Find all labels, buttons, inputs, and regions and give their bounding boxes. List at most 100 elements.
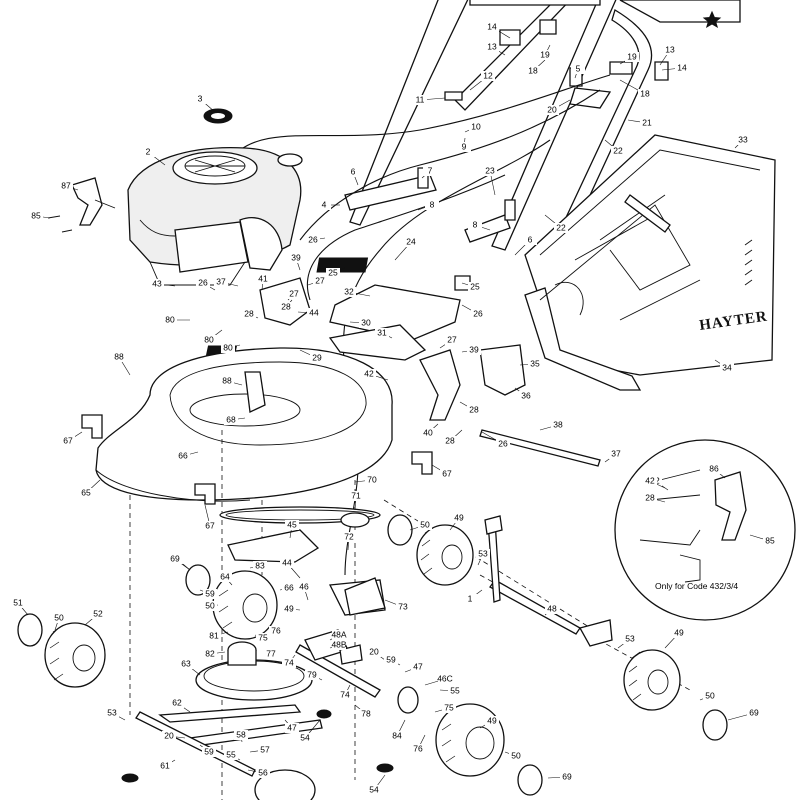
callout-background: [396, 602, 410, 612]
part-callout-48b: 48B: [331, 639, 346, 649]
part-callout-63: 63: [181, 658, 191, 668]
part-callout-27: 27: [447, 334, 457, 344]
callout-background: [763, 536, 777, 546]
callout-background: [496, 439, 510, 449]
part-callout-37: 37: [216, 276, 226, 286]
callout-background: [442, 703, 456, 713]
callout-background: [457, 142, 471, 152]
part-callout-50: 50: [705, 690, 715, 700]
callout-background: [411, 662, 425, 672]
part-callout-58: 58: [236, 729, 246, 739]
part-callout-29: 29: [312, 352, 322, 362]
part-callout-66: 66: [178, 450, 188, 460]
inset-caption: Only for Code 432/3/4: [655, 581, 738, 591]
callout-background: [310, 353, 324, 363]
part-callout-80: 80: [223, 342, 233, 352]
callout-background: [672, 628, 686, 638]
part-callout-68: 68: [226, 414, 236, 424]
part-callout-8: 8: [430, 199, 435, 209]
part-callout-10: 10: [471, 121, 481, 131]
callout-background: [221, 343, 235, 353]
callout-background: [282, 583, 296, 593]
callout-background: [390, 731, 404, 741]
callout-background: [91, 609, 105, 619]
part-callout-31: 31: [377, 327, 387, 337]
part-callout-34: 34: [722, 362, 732, 372]
callout-background: [571, 64, 585, 74]
part-callout-50: 50: [511, 750, 521, 760]
callout-background: [79, 488, 93, 498]
part-callout-44: 44: [282, 557, 292, 567]
part-callout-20: 20: [369, 646, 379, 656]
part-callout-64: 64: [220, 571, 230, 581]
callout-background: [332, 640, 346, 650]
part-callout-76: 76: [271, 625, 281, 635]
part-callout-52: 52: [93, 608, 103, 618]
callout-background: [625, 52, 639, 62]
part-callout-43: 43: [152, 278, 162, 288]
part-callout-74: 74: [340, 689, 350, 699]
part-callout-49: 49: [674, 627, 684, 637]
callout-background: [476, 549, 490, 559]
part-callout-81: 81: [209, 630, 219, 640]
callout-background: [256, 633, 270, 643]
part-callout-37: 37: [611, 448, 621, 458]
part-callout-39: 39: [469, 344, 479, 354]
callout-background: [158, 761, 172, 771]
callout-background: [359, 318, 373, 328]
part-callout-8: 8: [473, 219, 478, 229]
callout-background: [538, 50, 552, 60]
part-callout-42: 42: [364, 368, 374, 378]
decal-3: [203, 108, 233, 124]
callout-background: [362, 369, 376, 379]
part-callout-19: 19: [627, 51, 637, 61]
callout-background: [59, 181, 73, 191]
callout-background: [202, 335, 216, 345]
callout-background: [675, 63, 689, 73]
throttle-bracket: [47, 177, 116, 233]
callout-background: [448, 686, 462, 696]
callout-background: [349, 491, 363, 501]
callout-background: [509, 751, 523, 761]
part-callout-28: 28: [445, 435, 455, 445]
part-callout-12: 12: [483, 70, 493, 80]
part-callout-7: 7: [428, 165, 433, 175]
callout-background: [52, 613, 66, 623]
callout-background: [367, 785, 381, 795]
part-callout-28: 28: [244, 308, 254, 318]
part-callout-45: 45: [287, 519, 297, 529]
callout-background: [519, 391, 533, 401]
part-callout-69: 69: [170, 553, 180, 563]
star-icon: [702, 10, 722, 29]
callout-background: [287, 289, 301, 299]
part-callout-23: 23: [485, 165, 495, 175]
callout-background: [467, 345, 481, 355]
callout-background: [404, 237, 418, 247]
part-callout-50: 50: [205, 600, 215, 610]
part-callout-6: 6: [351, 166, 356, 176]
part-callout-54: 54: [369, 784, 379, 794]
callout-background: [423, 166, 437, 176]
part-callout-47: 47: [287, 722, 297, 732]
part-callout-6: 6: [528, 234, 533, 244]
part-callout-22: 22: [556, 222, 566, 232]
part-callout-51: 51: [13, 597, 23, 607]
callout-background: [523, 235, 537, 245]
callout-background: [425, 200, 439, 210]
callout-background: [342, 287, 356, 297]
callout-background: [253, 561, 267, 571]
callout-background: [332, 630, 346, 640]
callout-background: [112, 352, 126, 362]
hub-caps: [17, 514, 728, 796]
callout-background: [707, 464, 721, 474]
callout-background: [643, 476, 657, 486]
part-callout-50: 50: [420, 519, 430, 529]
part-callout-28: 28: [281, 301, 291, 311]
callout-background: [176, 451, 190, 461]
callout-background: [305, 670, 319, 680]
part-callout-26: 26: [498, 438, 508, 448]
part-callout-25: 25: [328, 267, 338, 277]
callout-background: [279, 302, 293, 312]
callout-background: [440, 469, 454, 479]
